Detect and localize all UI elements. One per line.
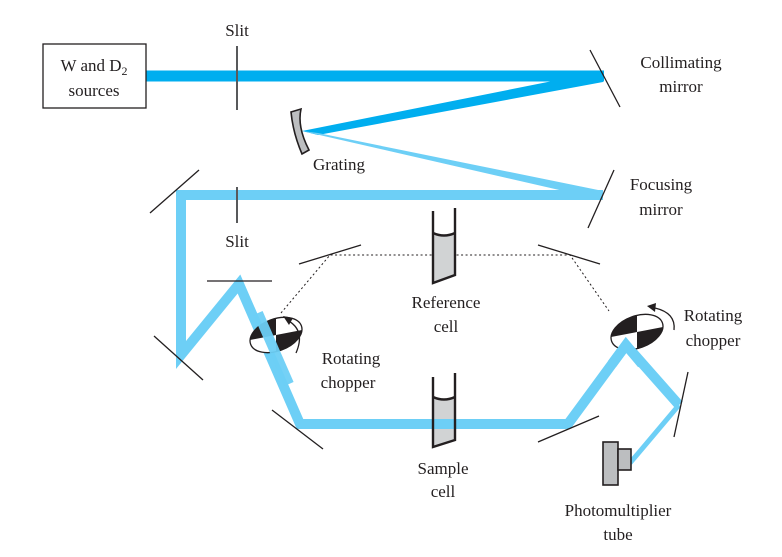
- source-box: W and D2 sources: [42, 43, 147, 109]
- chopper-left-label-line2: chopper: [321, 373, 376, 392]
- focusing-label-line2: mirror: [639, 200, 683, 219]
- chopper-left: Rotating chopper: [249, 310, 381, 392]
- chopper-right: Rotating chopper: [607, 303, 743, 368]
- source-box-frame: [42, 43, 147, 109]
- beam-grating-to-focusing: [302, 131, 603, 200]
- chopper-left-beam-overlay: [253, 310, 294, 387]
- exit-slit: Slit: [207, 232, 272, 282]
- beam-to-detector: [628, 403, 681, 465]
- chopper-left-label-line1: Rotating: [322, 349, 381, 368]
- grating-element: [290, 107, 311, 156]
- chopper-right-rotation-arrow: [654, 307, 675, 331]
- chopper-right-arrowhead: [647, 303, 656, 312]
- slit-top-label: Slit: [225, 21, 249, 40]
- turn-mirror-lower-left: [153, 335, 204, 381]
- chopper-right-quadrant-2: [637, 327, 663, 349]
- source-label-line1: W and D2: [60, 56, 127, 78]
- reference-label-line2: cell: [434, 317, 459, 336]
- reference-cell: Reference cell: [412, 208, 481, 336]
- pmt-window: [617, 448, 632, 471]
- sample-cell-outline: [431, 373, 457, 449]
- detector-mirror: [673, 371, 689, 438]
- sample-label-line1: Sample: [418, 459, 469, 478]
- polychromatic-beam: [146, 70, 604, 135]
- chopper-right-quadrant-1: [611, 315, 637, 337]
- chopper-right-label-line1: Rotating: [684, 306, 743, 325]
- beam-collimating-to-grating: [302, 71, 603, 135]
- photomultiplier-tube: Photomultiplier tube: [565, 441, 672, 544]
- sample-cell: Sample cell: [418, 373, 469, 501]
- reference-cell-liquid: [433, 233, 455, 283]
- grating-label: Grating: [313, 155, 365, 174]
- chopper-right-label-line2: chopper: [686, 331, 741, 350]
- sample-mirror-right: [537, 415, 600, 443]
- reference-path: [280, 244, 610, 314]
- collimating-label-line2: mirror: [659, 77, 703, 96]
- collimating-mirror: Collimating mirror: [589, 49, 722, 108]
- detector-label-line1: Photomultiplier: [565, 501, 672, 520]
- source-label-line2: sources: [69, 81, 120, 100]
- pmt-body: [602, 441, 619, 486]
- slit-bottom-label: Slit: [225, 232, 249, 251]
- focusing-label-line1: Focusing: [630, 175, 693, 194]
- focusing-mirror-line: [587, 169, 615, 229]
- grating: Grating: [290, 107, 365, 174]
- reference-cell-outline: [431, 208, 457, 285]
- sample-label-line2: cell: [431, 482, 456, 501]
- detector-label-line2: tube: [603, 525, 632, 544]
- chopper-left-quadrant-2: [276, 330, 302, 352]
- reference-cell-meniscus: [432, 231, 456, 237]
- collimating-label-line1: Collimating: [640, 53, 722, 72]
- chopper-right-beam-overlay: [607, 336, 646, 368]
- reference-beam-dotted: [280, 254, 610, 314]
- turn-mirror-upper-left: [149, 169, 200, 214]
- reference-label-line1: Reference: [412, 293, 481, 312]
- reference-mirror-right: [537, 244, 601, 265]
- reference-mirror-left: [298, 244, 362, 265]
- entrance-slit: Slit: [225, 21, 249, 110]
- collimating-mirror-line: [589, 49, 621, 108]
- chopper-left-arrowhead: [283, 316, 293, 325]
- sample-mirror-left: [271, 409, 324, 450]
- focusing-mirror: Focusing mirror: [587, 169, 693, 229]
- sample-cell-meniscus: [432, 395, 456, 401]
